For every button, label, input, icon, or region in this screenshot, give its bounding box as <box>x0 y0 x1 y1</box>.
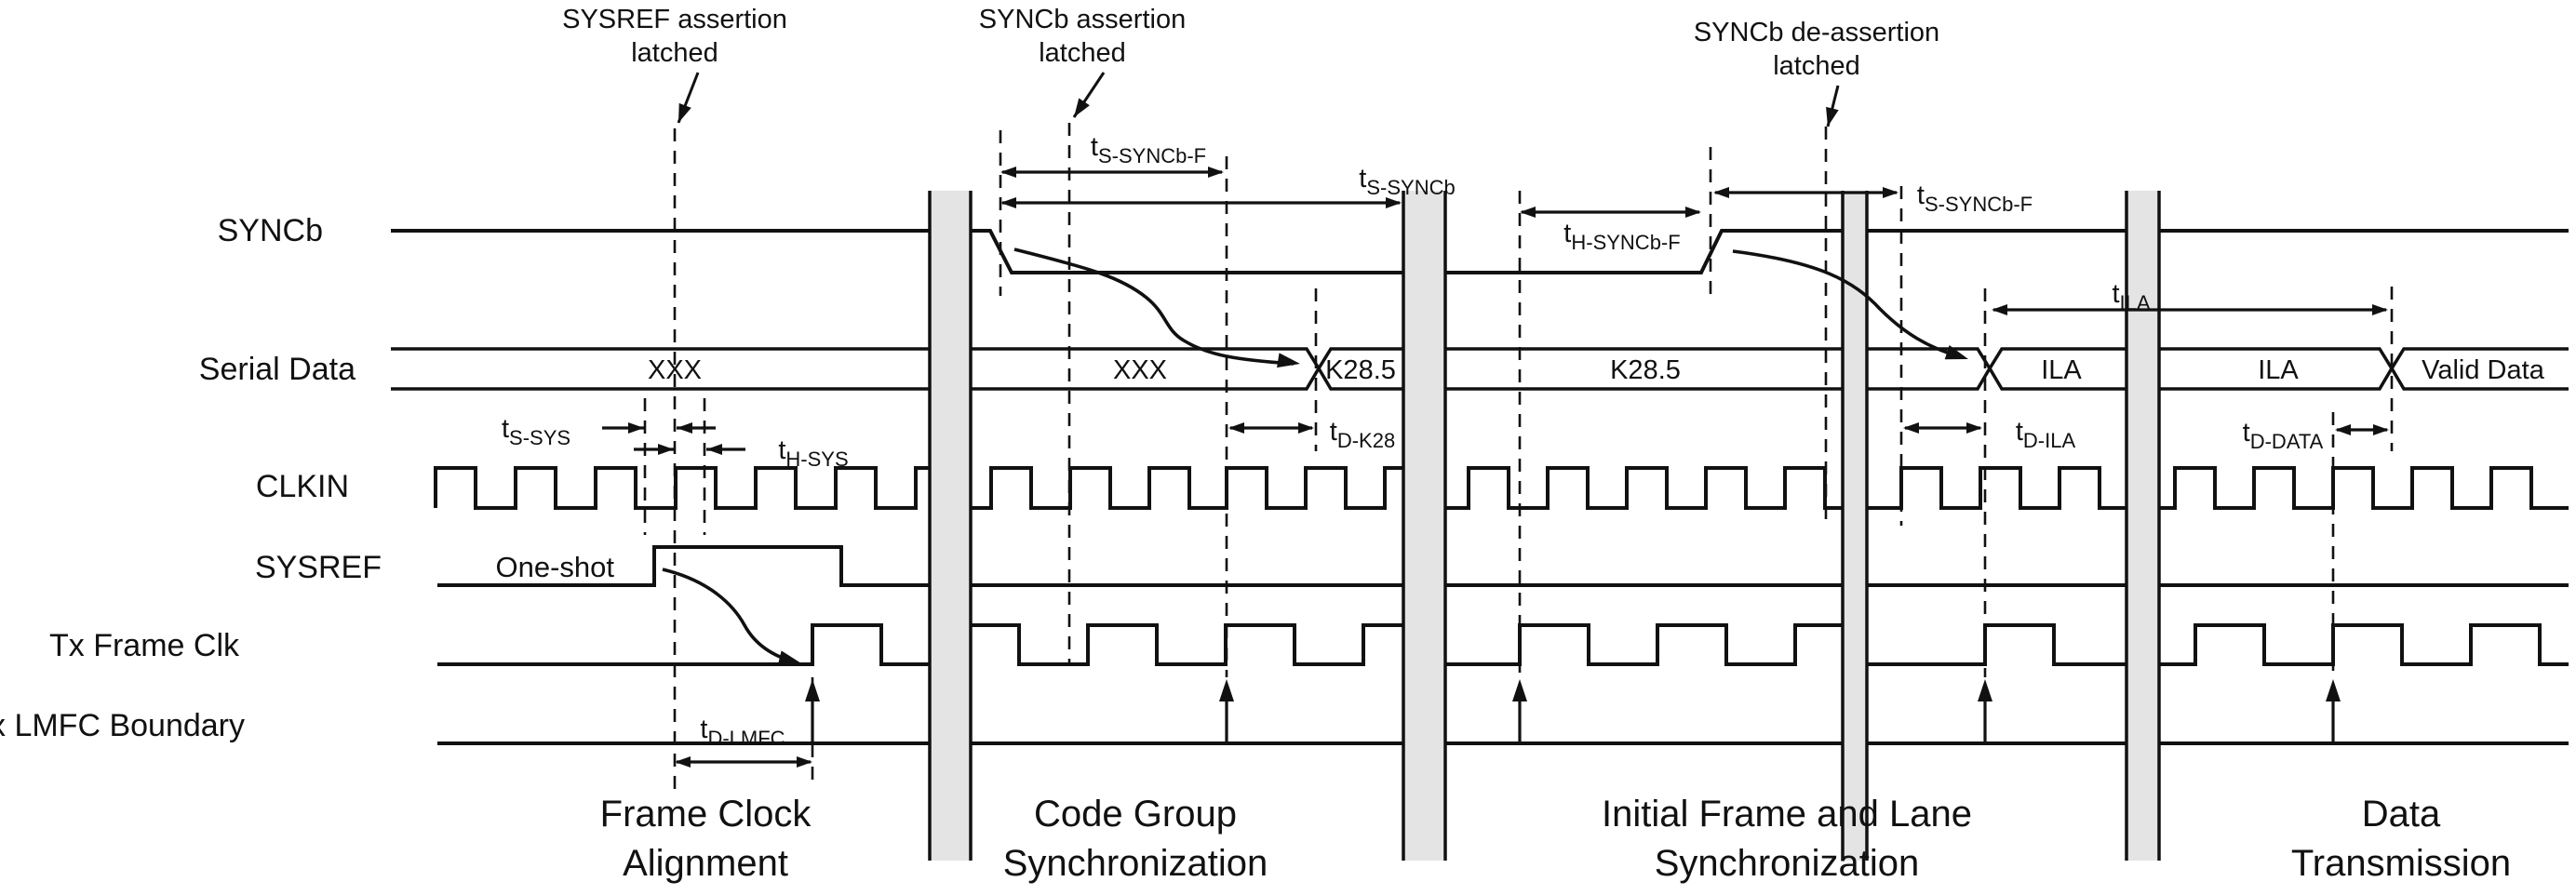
arrowhead <box>706 444 722 455</box>
arrowhead <box>1386 197 1402 208</box>
arrowhead <box>2372 304 2388 315</box>
bus-state-label: Valid Data <box>2422 355 2545 385</box>
waveform-sysref <box>437 545 2569 587</box>
timing-label-th-sys: tH-SYS <box>778 435 848 471</box>
curved-arrow-syncb-rise-to-ila <box>1732 249 1963 359</box>
annotation-syncb-deassert-line2: latched <box>1773 51 1860 81</box>
arrowhead <box>777 650 801 665</box>
arrowhead <box>1903 422 1919 434</box>
annotation-syncb-deassert-line1: SYNCb de-assertion <box>1694 18 1939 47</box>
arrowhead <box>2373 424 2389 435</box>
arrowhead <box>1074 98 1090 117</box>
arrowhead <box>1277 353 1300 368</box>
arrowhead <box>1685 207 1701 218</box>
timing-label-td-k28: tD-K28 <box>1330 417 1395 452</box>
oneshot-label: One-shot <box>495 551 614 583</box>
timing-label-ts-syncbf-1: tS-SYNCb-F <box>1091 132 1206 167</box>
arrowhead <box>1826 106 1839 127</box>
break-bar <box>2127 191 2159 861</box>
bus-state-label: ILA <box>2041 355 2082 385</box>
lmfc-up-arrowhead <box>1219 679 1234 701</box>
waveform-clkin <box>434 466 2569 510</box>
arrowhead <box>1944 344 1968 360</box>
curved-arrow-sysref-to-frameclk <box>662 568 798 664</box>
arrowhead <box>1966 422 1982 434</box>
signal-label-syncb: SYNCb <box>218 213 323 248</box>
arrowhead <box>677 422 692 434</box>
arrowhead <box>2335 424 2351 435</box>
curved-arrow-syncb-fall-to-k285 <box>1013 247 1295 366</box>
signal-label-sysref: SYSREF <box>255 550 382 585</box>
arrowhead <box>1208 167 1224 178</box>
arrowhead <box>675 756 691 768</box>
annotation-syncb-assert-line2: latched <box>1039 38 1126 68</box>
phase-initial-frame-lane-sync-line2: Synchronization <box>1655 843 1920 884</box>
timing-label-td-ila: tD-ILA <box>2016 417 2076 452</box>
signal-label-txframe: Tx Frame Clk <box>49 628 240 663</box>
timing-label-th-syncbf: tH-SYNCb-F <box>1563 219 1680 254</box>
arrowhead <box>1883 187 1898 198</box>
bus-state-label: ILA <box>2258 355 2299 385</box>
bus-state-label: XXX <box>1113 355 1167 385</box>
arrowhead <box>1000 167 1016 178</box>
timing-label-ts-sys: tS-SYS <box>502 414 570 449</box>
phase-initial-frame-lane-sync-line1: Initial Frame and Lane <box>1602 794 1972 835</box>
lmfc-up-arrowhead <box>2326 679 2341 701</box>
signal-label-txlmfc: Tx LMFC Boundary <box>0 708 245 743</box>
annotation-syncb-assert-line1: SYNCb assertion <box>979 5 1186 34</box>
phase-frame-clock-alignment-line1: Frame Clock <box>600 794 812 835</box>
arrowhead <box>1228 422 1244 434</box>
timing-label-td-data: tD-DATA <box>2243 418 2324 453</box>
lmfc-up-arrowhead <box>1512 679 1527 701</box>
break-bar <box>1403 191 1445 861</box>
signal-label-serial: Serial Data <box>199 352 356 387</box>
phase-data-transmission-line1: Data <box>2362 794 2441 835</box>
arrowhead <box>628 422 644 434</box>
timing-label-t-ila: tILA <box>2112 279 2150 314</box>
phase-data-transmission-line2: Transmission <box>2291 843 2511 884</box>
arrowhead <box>797 756 812 768</box>
phase-code-group-sync-line1: Code Group <box>1034 794 1237 835</box>
arrowhead <box>1520 207 1536 218</box>
bus-state-label: K28.5 <box>1325 355 1396 385</box>
arrowhead <box>658 444 674 455</box>
waveform-tx-frame-clk <box>437 623 2569 666</box>
lmfc-up-arrowhead <box>1978 679 1992 701</box>
timing-label-ts-syncbf-2: tS-SYNCb-F <box>1917 180 2033 216</box>
break-bar <box>1843 191 1867 861</box>
bus-state-label: K28.5 <box>1610 355 1681 385</box>
signal-label-clkin: CLKIN <box>256 469 349 504</box>
arrowhead <box>1000 197 1016 208</box>
arrowhead <box>1298 422 1314 434</box>
phase-frame-clock-alignment-line2: Alignment <box>623 843 788 884</box>
phase-code-group-sync-line2: Synchronization <box>1003 843 1268 884</box>
timing-label-ts-syncb: tS-SYNCb <box>1359 164 1455 199</box>
arrowhead <box>1992 304 2007 315</box>
break-bar <box>930 191 971 861</box>
timing-label-td-lmfc: tD-LMFC <box>700 715 785 750</box>
serial-bus-bottom <box>391 365 2569 391</box>
lmfc-up-arrowhead <box>805 679 820 701</box>
annotation-sysref-assert-line2: latched <box>631 38 718 68</box>
arrowhead <box>1713 187 1729 198</box>
bus-state-label: XXX <box>648 355 702 385</box>
arrowhead <box>678 102 691 123</box>
annotation-sysref-assert-line1: SYSREF assertion <box>562 5 787 34</box>
